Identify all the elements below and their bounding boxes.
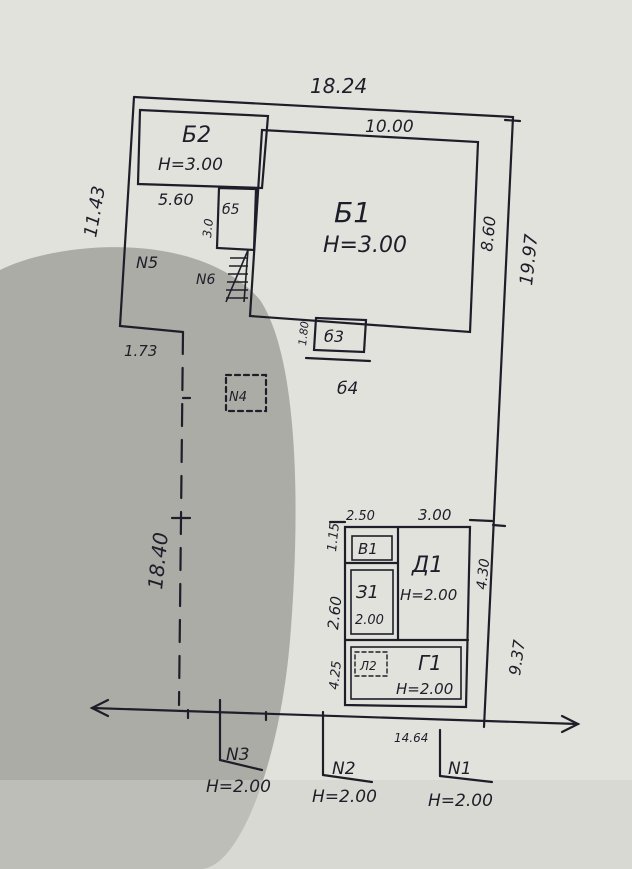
tick	[468, 518, 494, 523]
n4-dashed-box	[224, 373, 268, 413]
marker-n2: N2	[332, 759, 356, 779]
dim-b1-depth: 8.60	[477, 215, 500, 252]
lot-boundary-top-right	[132, 95, 515, 729]
marker-n2-height: Н=2.00	[312, 787, 377, 807]
marker-n3: N3	[226, 745, 250, 765]
z1-name: З1	[356, 582, 379, 603]
marker-n3-height: Н=2.00	[206, 777, 271, 797]
g1-name: Г1	[418, 651, 442, 675]
building-b2-outline	[136, 108, 270, 190]
dim-b3-side: 1.80	[296, 321, 311, 347]
ob-w2: 3.00	[418, 506, 451, 524]
dim-left-lower: 18.40	[143, 531, 173, 590]
l2-name: Л2	[359, 659, 377, 673]
dim-173: 1.73	[124, 342, 157, 360]
marker-n5: N5	[136, 253, 158, 272]
v1-inner-box	[351, 535, 393, 561]
g1-height: Н=2.00	[396, 680, 453, 698]
z1-height: 2.00	[355, 613, 384, 628]
marker-n1: N1	[448, 759, 472, 779]
b3-name: б3	[324, 327, 344, 346]
b4-name: б4	[337, 379, 358, 399]
b2-height: Н=3.00	[158, 155, 223, 175]
b1-name: Б1	[334, 196, 371, 229]
g1-inner-box	[350, 646, 462, 700]
ob-h1: 1.15	[325, 522, 343, 552]
v1-name: В1	[358, 540, 378, 558]
d1-name: Д1	[411, 553, 443, 578]
d1-height: Н=2.00	[400, 586, 457, 604]
ob-right: 4.30	[474, 558, 493, 591]
n2-underline	[321, 773, 374, 784]
dim-top-total: 18.24	[310, 74, 367, 98]
outbuildings-outline	[343, 525, 472, 709]
lot-boundary-left	[118, 95, 185, 334]
ob-h2: 2.60	[324, 595, 345, 630]
n1-underline	[438, 774, 494, 784]
street-baseline	[90, 706, 580, 726]
dim-b5-side: 3.0	[200, 218, 216, 239]
dim-bottom-edge: 14.64	[394, 731, 428, 745]
marker-n6: N6	[196, 272, 215, 288]
tick	[491, 523, 507, 528]
b1-height: Н=3.00	[323, 233, 407, 258]
dim-house-width: 10.00	[365, 117, 414, 137]
b2-name: Б2	[182, 123, 211, 148]
ob-w1: 2.50	[346, 509, 375, 524]
tick	[503, 118, 522, 123]
arrow-left-head	[89, 698, 110, 718]
marker-n1-height: Н=2.00	[428, 791, 493, 811]
dim-b2-width: 5.60	[158, 190, 194, 209]
stairs-hatching	[225, 249, 249, 303]
dim-right-lower: 9.37	[505, 638, 529, 677]
paper-lower-band	[0, 780, 632, 869]
building-b1-outline	[248, 128, 480, 334]
ob-h3: 4.25	[327, 660, 345, 690]
marker-n4: N4	[229, 390, 247, 405]
b3-step-line	[304, 356, 372, 363]
n3-underline	[218, 758, 264, 772]
building-b3-outline	[312, 316, 368, 354]
l2-dashed-box	[354, 651, 388, 677]
arrow-right-head	[560, 714, 581, 734]
b5-name: б5	[222, 202, 240, 218]
z1-inner-box	[350, 569, 394, 635]
building-b5-outline	[215, 186, 258, 252]
hand-shadow	[0, 247, 296, 869]
